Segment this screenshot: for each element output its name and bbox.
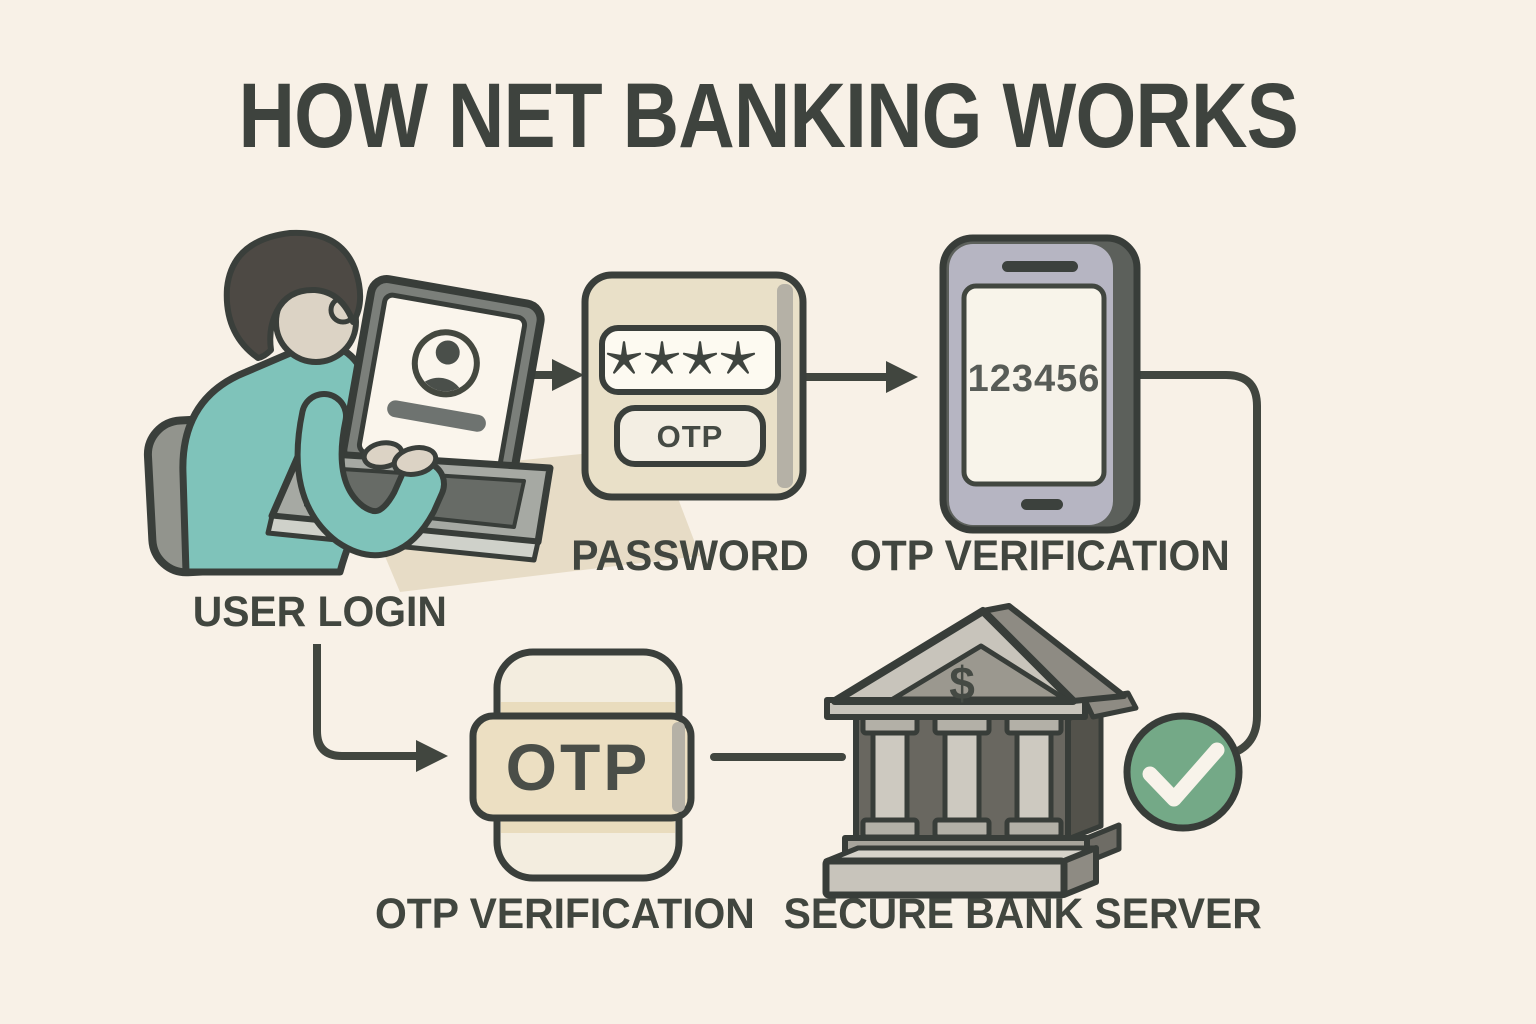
hands — [361, 440, 439, 477]
arrow-password-to-phone — [806, 361, 918, 393]
password-field — [599, 325, 781, 395]
band-edge-shadow — [672, 722, 685, 812]
wall-side — [1065, 703, 1104, 842]
check-mark — [1142, 742, 1225, 807]
arm — [294, 391, 447, 558]
otp-verification-top-label: OTP VERIFICATION — [850, 532, 1230, 580]
otp-pill — [614, 405, 766, 467]
plinth — [822, 857, 1068, 899]
check-circle — [1123, 712, 1243, 832]
connector-phone-to-check — [1136, 371, 1261, 760]
head — [223, 229, 364, 365]
arrow-login-to-otp-card — [313, 644, 448, 772]
laptop-icon — [339, 275, 545, 495]
person-at-laptop-icon — [143, 229, 700, 592]
user-login-label: USER LOGIN — [192, 588, 448, 636]
otp-pill-text: OTP — [657, 419, 724, 454]
password-card-icon: OTP — [581, 271, 807, 501]
phone-screen — [961, 283, 1107, 487]
card-edge-shadow — [777, 284, 793, 488]
password-label: PASSWORD — [571, 532, 809, 580]
otp-card-band — [469, 712, 695, 822]
otp-verification-bottom-label: OTP VERIFICATION — [375, 890, 755, 938]
page-title: HOW NET BANKING WORKS — [238, 65, 1298, 167]
phone-home-bar — [1021, 499, 1063, 510]
bank-building-icon: $ — [822, 603, 1139, 899]
pediment-inner — [890, 643, 1068, 702]
secure-bank-server-label: SECURE BANK SERVER — [783, 890, 1262, 938]
otp-code: 123456 — [968, 358, 1101, 400]
otp-card-text: OTP — [506, 730, 651, 804]
check-icon — [1123, 712, 1243, 832]
otp-card-icon: OTP — [469, 648, 695, 882]
dollar-symbol: $ — [949, 657, 975, 709]
smartphone-icon: 123456 — [939, 234, 1141, 534]
login-bar — [387, 400, 486, 432]
columns — [860, 713, 1064, 840]
hair — [223, 229, 364, 361]
phone-speaker — [1002, 261, 1078, 272]
